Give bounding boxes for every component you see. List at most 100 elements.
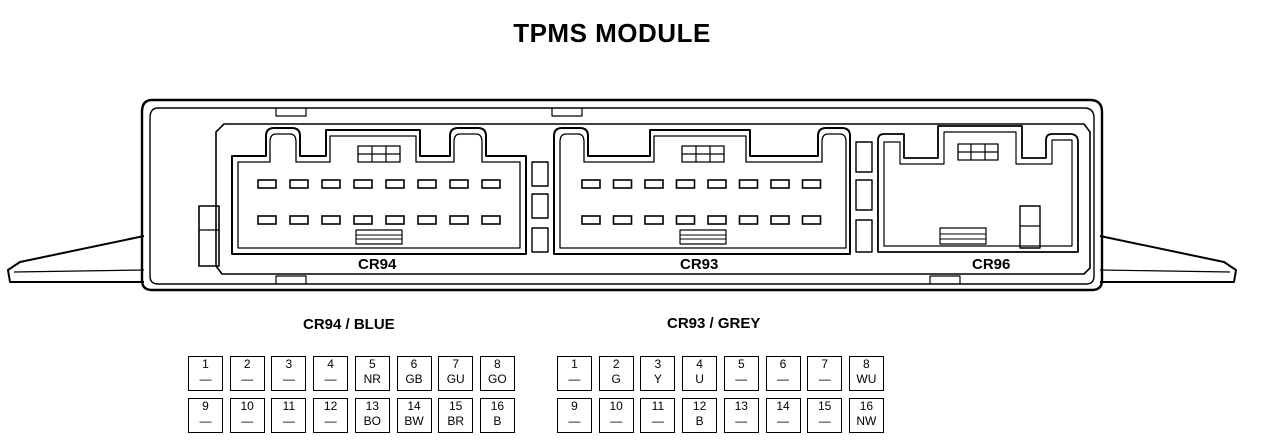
pin-wire-color: B — [493, 414, 502, 428]
pin-number: 1 — [202, 357, 209, 371]
cr94-connector-label: CR94 — [358, 256, 397, 273]
cr93-connector-body — [553, 127, 851, 255]
pin-number: 8 — [494, 357, 501, 371]
pin-cell: 9— — [557, 398, 592, 433]
pin-number: 10 — [240, 399, 254, 413]
pin-wire-color: B — [695, 414, 704, 428]
pin-cavity — [581, 215, 601, 225]
pin-wire-color: — — [241, 414, 254, 428]
pin-number: 6 — [779, 357, 787, 371]
pin-wire-color: Y — [653, 372, 662, 386]
pin-cavity — [289, 215, 309, 225]
pin-number: 11 — [651, 399, 665, 413]
pin-cavity — [449, 215, 469, 225]
pin-wire-color: — — [818, 414, 831, 428]
pin-cavity — [481, 215, 501, 225]
pin-wire-color: — — [735, 372, 748, 386]
pin-cavity — [385, 215, 405, 225]
pin-number: 10 — [609, 399, 623, 413]
pin-cavity — [707, 179, 727, 189]
pin-cell: 7— — [807, 356, 843, 391]
pin-cell: 9— — [188, 398, 223, 433]
pin-wire-color: NW — [856, 414, 877, 428]
pin-number: 2 — [243, 357, 251, 371]
pin-cavity — [675, 179, 696, 189]
pin-wire-color: — — [199, 414, 212, 428]
pin-wire-color: — — [568, 372, 581, 386]
pin-cell: 1— — [557, 356, 592, 391]
pin-cavity — [675, 215, 696, 225]
pin-number: 3 — [654, 357, 662, 371]
pin-cavity — [481, 179, 501, 189]
pin-wire-color: — — [777, 414, 789, 428]
pin-cell: 6— — [765, 356, 801, 391]
pin-number: 9 — [571, 399, 578, 413]
pin-number: 1 — [571, 357, 578, 371]
pin-cavity — [644, 179, 664, 189]
pin-wire-color: U — [695, 372, 704, 386]
pin-cavity — [644, 215, 664, 225]
cr96-connector-body — [877, 125, 1079, 253]
pin-number: 15 — [818, 399, 832, 413]
pin-wire-color: — — [651, 414, 664, 428]
pin-wire-color: — — [199, 372, 212, 386]
pin-wire-color: — — [282, 414, 295, 428]
pin-wire-color: — — [568, 414, 581, 428]
pin-cavity — [417, 179, 437, 189]
pin-number: 13 — [365, 399, 379, 413]
pin-number: 4 — [327, 357, 334, 371]
pin-wire-color: — — [282, 372, 295, 386]
pin-wire-color: NR — [363, 372, 381, 386]
pin-cavity — [738, 179, 759, 189]
pin-cell: 4— — [313, 356, 349, 391]
pin-cavity — [738, 215, 759, 225]
pin-wire-color: BW — [404, 414, 424, 428]
pin-cell: 15— — [807, 398, 843, 433]
pin-number: 2 — [612, 357, 620, 371]
pin-cavity — [801, 179, 822, 189]
pin-cavity — [707, 215, 727, 225]
pin-number: 4 — [696, 357, 703, 371]
cr93-table-label: CR93 / GREY — [667, 315, 761, 332]
pin-cavity — [449, 179, 469, 189]
pin-wire-color: GB — [405, 372, 423, 386]
pin-number: 5 — [737, 357, 745, 371]
left-mounting-flange — [7, 235, 145, 283]
pin-wire-color: GU — [446, 372, 465, 386]
pin-number: 12 — [692, 399, 707, 413]
pin-wire-color: — — [818, 372, 831, 386]
pin-cavity — [581, 179, 601, 189]
pin-cavity — [353, 179, 373, 189]
cr94-table-label: CR94 / BLUE — [303, 316, 395, 333]
pin-cell: 12— — [313, 398, 349, 433]
pin-wire-color: G — [611, 372, 621, 386]
pin-cell: 10— — [229, 398, 265, 433]
cr93-connector-label: CR93 — [680, 256, 719, 273]
pin-cell: 10— — [598, 398, 634, 433]
pin-wire-color: BO — [363, 414, 381, 428]
pin-cell: 11— — [271, 398, 307, 433]
pin-cavity — [770, 215, 790, 225]
pin-number: 13 — [734, 399, 748, 413]
pin-cavity — [257, 179, 277, 189]
pin-number: 5 — [368, 357, 376, 371]
pin-number: 16 — [859, 399, 874, 413]
pin-cell: 14— — [765, 398, 801, 433]
pin-cavity — [801, 215, 822, 225]
pin-wire-color: — — [735, 414, 748, 428]
pin-cavity — [321, 215, 341, 225]
pin-wire-color: — — [324, 372, 337, 386]
cr96-connector-label: CR96 — [972, 256, 1011, 273]
pin-number: 14 — [776, 399, 790, 413]
pin-cell: 5— — [723, 356, 759, 391]
right-mounting-flange — [1099, 235, 1237, 283]
